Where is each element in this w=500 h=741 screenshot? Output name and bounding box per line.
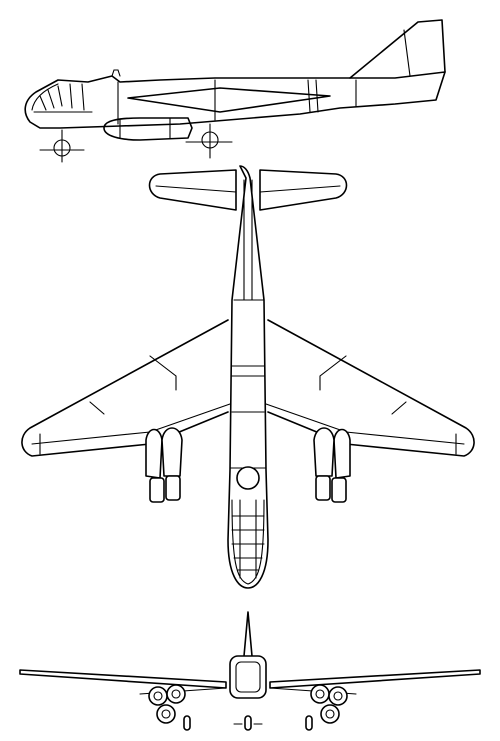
top-glazed-nose [231,499,265,585]
rudder-line [403,29,411,77]
front-landing-gear [183,715,313,731]
side-engine-nacelle [103,117,193,141]
top-fuselage [227,165,269,589]
side-canopy [31,83,93,113]
front-engines-right [310,684,348,724]
front-fin [243,611,253,657]
side-main-gear [185,123,233,159]
top-view [21,165,475,589]
side-view [24,19,446,163]
side-fuselage [24,71,446,129]
top-astrodome [236,466,260,490]
side-tail-fin [349,19,446,79]
top-h-stabilizer [148,169,348,211]
front-fuselage [229,655,267,699]
side-nose-gear [39,129,85,163]
top-fuselage-panels [229,179,267,469]
front-view [19,611,481,731]
side-wing [127,87,331,113]
top-engines-left [145,427,183,503]
top-engines-right [313,427,351,503]
top-wings [21,319,475,457]
front-engines-left [148,684,186,724]
side-antenna [111,69,121,77]
